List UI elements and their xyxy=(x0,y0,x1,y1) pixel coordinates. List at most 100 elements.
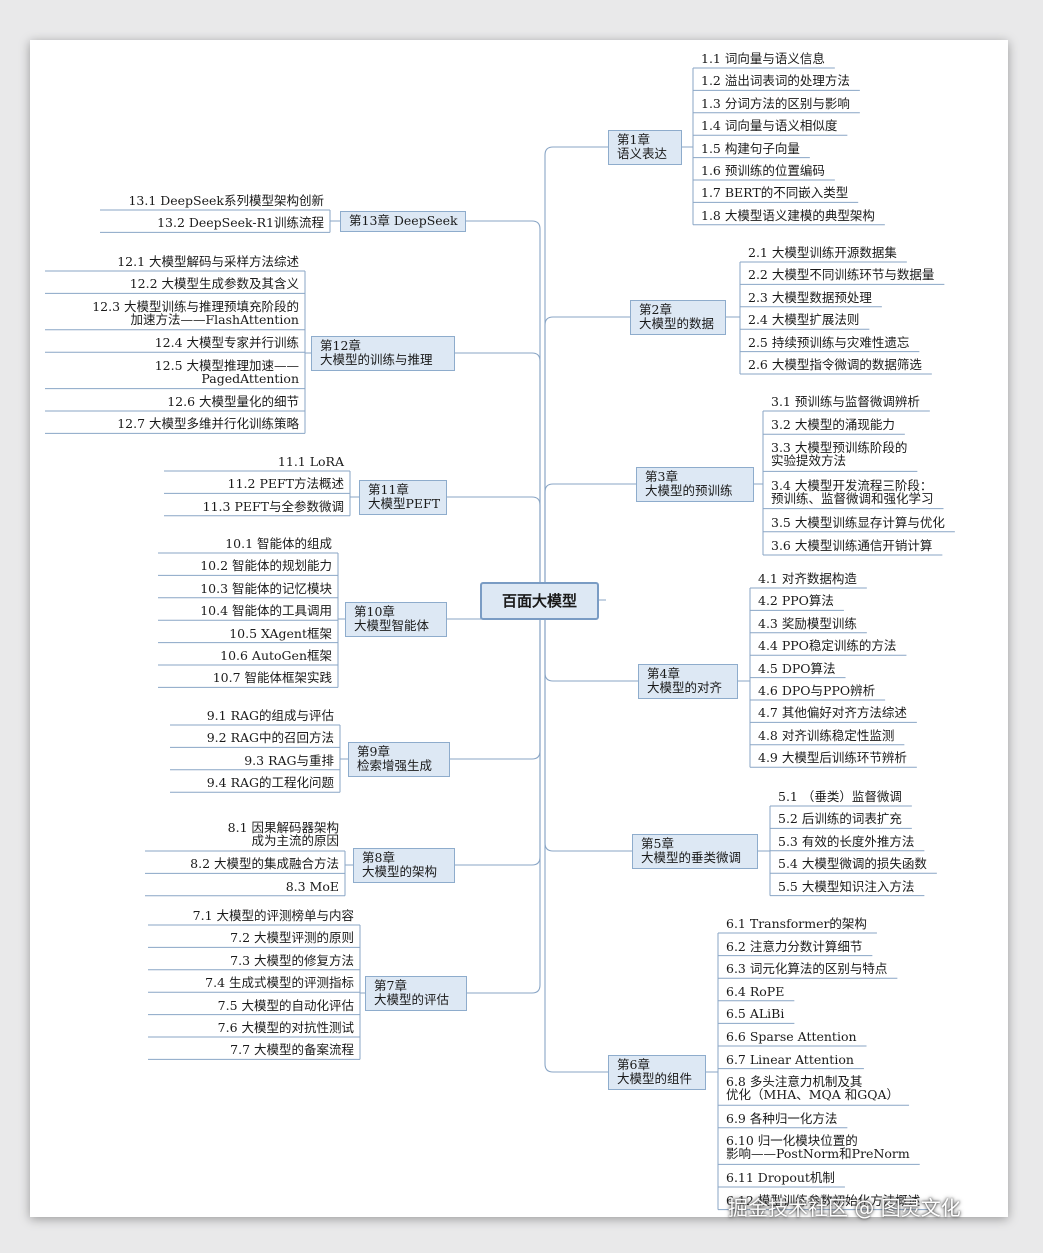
section-item[interactable]: 4.5 DPO算法 xyxy=(752,662,842,677)
section-item[interactable]: 4.8 对齐训练稳定性监测 xyxy=(752,729,900,744)
section-item[interactable]: 1.5 构建句子向量 xyxy=(695,142,806,157)
section-item[interactable]: 4.7 其他偏好对齐方法综述 xyxy=(752,706,913,721)
section-item[interactable]: 8.3 MoE xyxy=(145,880,345,895)
section-item[interactable]: 6.8 多头注意力机制及其优化（MHA、MQA 和GQA） xyxy=(720,1075,905,1103)
section-item[interactable]: 12.7 大模型多维并行化训练策略 xyxy=(45,417,305,432)
chapter-node[interactable]: 第10章大模型智能体 xyxy=(345,602,447,637)
section-item[interactable]: 3.6 大模型训练通信开销计算 xyxy=(765,539,938,554)
section-item[interactable]: 4.4 PPO稳定训练的方法 xyxy=(752,639,902,654)
section-item[interactable]: 9.2 RAG中的召回方法 xyxy=(170,731,340,746)
section-item[interactable]: 8.1 因果解码器架构成为主流的原因 xyxy=(145,821,345,849)
section-item[interactable]: 6.4 RoPE xyxy=(720,985,790,1000)
section-item[interactable]: 3.3 大模型预训练阶段的实验提效方法 xyxy=(765,441,913,469)
section-item-line: 4.8 对齐训练稳定性监测 xyxy=(758,727,895,743)
section-item[interactable]: 5.4 大模型微调的损失函数 xyxy=(772,857,933,872)
section-item[interactable]: 2.2 大模型不同训练环节与数据量 xyxy=(742,268,940,283)
section-item[interactable]: 1.2 溢出词表词的处理方法 xyxy=(695,74,856,89)
section-item[interactable]: 6.1 Transformer的架构 xyxy=(720,917,873,932)
section-item[interactable]: 4.6 DPO与PPO辨析 xyxy=(752,684,881,699)
section-item-line: 2.1 大模型训练开源数据集 xyxy=(748,245,897,260)
section-item[interactable]: 4.3 奖励模型训练 xyxy=(752,617,863,632)
section-item[interactable]: 1.6 预训练的位置编码 xyxy=(695,164,831,179)
chapter-node[interactable]: 第5章大模型的垂类微调 xyxy=(632,834,758,869)
section-item[interactable]: 3.2 大模型的涌现能力 xyxy=(765,418,901,433)
section-item[interactable]: 7.6 大模型的对抗性测试 xyxy=(148,1021,360,1036)
section-item[interactable]: 7.1 大模型的评测榜单与内容 xyxy=(148,909,360,924)
section-item[interactable]: 6.11 Dropout机制 xyxy=(720,1171,841,1186)
section-item[interactable]: 13.1 DeepSeek系列模型架构创新 xyxy=(100,194,330,209)
section-item[interactable]: 10.3 智能体的记忆模块 xyxy=(158,582,338,597)
chapter-node[interactable]: 第4章大模型的对齐 xyxy=(638,664,738,699)
section-item[interactable]: 2.5 持续预训练与灾难性遗忘 xyxy=(742,336,915,351)
section-item[interactable]: 13.2 DeepSeek-R1训练流程 xyxy=(100,216,330,231)
section-item[interactable]: 3.5 大模型训练显存计算与优化 xyxy=(765,516,951,531)
section-item[interactable]: 6.5 ALiBi xyxy=(720,1007,790,1022)
section-item[interactable]: 7.4 生成式模型的评测指标 xyxy=(148,976,360,991)
chapter-node-line: 第3章 xyxy=(645,469,678,484)
section-item[interactable]: 6.6 Sparse Attention xyxy=(720,1030,863,1045)
section-item[interactable]: 4.9 大模型后训练环节辨析 xyxy=(752,751,913,766)
section-item[interactable]: 3.4 大模型开发流程三阶段：预训练、监督微调和强化学习 xyxy=(765,479,940,507)
section-item[interactable]: 6.10 归一化模块位置的影响——PostNorm和PreNorm xyxy=(720,1134,916,1162)
section-item[interactable]: 5.3 有效的长度外推方法 xyxy=(772,835,920,850)
chapter-node[interactable]: 第9章检索增强生成 xyxy=(348,742,450,777)
section-item[interactable]: 1.1 词向量与语义信息 xyxy=(695,52,831,67)
section-item[interactable]: 12.1 大模型解码与采样方法综述 xyxy=(45,255,305,270)
section-item[interactable]: 12.2 大模型生成参数及其含义 xyxy=(45,277,305,292)
section-item-line: 6.9 各种归一化方法 xyxy=(726,1110,838,1126)
section-item[interactable]: 7.5 大模型的自动化评估 xyxy=(148,999,360,1014)
section-item[interactable]: 6.3 词元化算法的区别与特点 xyxy=(720,962,893,977)
section-item[interactable]: 10.7 智能体框架实践 xyxy=(158,671,338,686)
section-item[interactable]: 4.2 PPO算法 xyxy=(752,594,840,609)
section-item[interactable]: 1.8 大模型语义建模的典型架构 xyxy=(695,209,881,224)
section-item[interactable]: 11.1 LoRA xyxy=(164,455,350,470)
section-item[interactable]: 10.2 智能体的规划能力 xyxy=(158,559,338,574)
section-item[interactable]: 11.3 PEFT与全参数微调 xyxy=(164,500,350,515)
section-item[interactable]: 7.2 大模型评测的原则 xyxy=(148,931,360,946)
section-item[interactable]: 9.3 RAG与重排 xyxy=(170,754,340,769)
section-item[interactable]: 6.2 注意力分数计算细节 xyxy=(720,940,868,955)
section-item[interactable]: 5.1 （垂类）监督微调 xyxy=(772,790,908,805)
section-item[interactable]: 6.12 模型训练参数初始化方法概述 xyxy=(720,1194,926,1209)
section-item[interactable]: 4.1 对齐数据构造 xyxy=(752,572,863,587)
section-item[interactable]: 5.5 大模型知识注入方法 xyxy=(772,880,920,895)
chapter-node[interactable]: 第2章大模型的数据 xyxy=(630,300,726,335)
section-item[interactable]: 1.3 分词方法的区别与影响 xyxy=(695,97,856,112)
section-item[interactable]: 11.2 PEFT方法概述 xyxy=(164,477,350,492)
section-item[interactable]: 9.4 RAG的工程化问题 xyxy=(170,776,340,791)
chapter-node[interactable]: 第6章大模型的组件 xyxy=(608,1055,706,1090)
section-item[interactable]: 12.6 大模型量化的细节 xyxy=(45,395,305,410)
section-item-line: 11.2 PEFT方法概述 xyxy=(227,476,344,492)
section-item[interactable]: 12.5 大模型推理加速——PagedAttention xyxy=(45,359,305,387)
section-item-line: 10.3 智能体的记忆模块 xyxy=(200,580,332,596)
section-item[interactable]: 9.1 RAG的组成与评估 xyxy=(170,709,340,724)
chapter-node[interactable]: 第8章大模型的架构 xyxy=(353,848,455,883)
chapter-node[interactable]: 第12章大模型的训练与推理 xyxy=(311,336,455,371)
section-item-line: 10.2 智能体的规划能力 xyxy=(200,558,332,574)
section-item[interactable]: 12.3 大模型训练与推理预填充阶段的加速方法——FlashAttention xyxy=(45,300,305,328)
section-item[interactable]: 8.2 大模型的集成融合方法 xyxy=(145,857,345,872)
section-item[interactable]: 6.9 各种归一化方法 xyxy=(720,1112,843,1127)
chapter-node[interactable]: 第3章大模型的预训练 xyxy=(636,467,754,502)
section-item[interactable]: 10.4 智能体的工具调用 xyxy=(158,604,338,619)
section-item[interactable]: 3.1 预训练与监督微调辨析 xyxy=(765,395,926,410)
section-item[interactable]: 7.3 大模型的修复方法 xyxy=(148,954,360,969)
section-item[interactable]: 10.1 智能体的组成 xyxy=(158,537,338,552)
section-item[interactable]: 6.7 Linear Attention xyxy=(720,1053,860,1068)
section-item[interactable]: 1.7 BERT的不同嵌入类型 xyxy=(695,186,854,201)
section-item[interactable]: 2.1 大模型训练开源数据集 xyxy=(742,246,903,261)
section-item[interactable]: 5.2 后训练的词表扩充 xyxy=(772,812,908,827)
chapter-node[interactable]: 第7章大模型的评估 xyxy=(365,976,467,1011)
section-item[interactable]: 12.4 大模型专家并行训练 xyxy=(45,336,305,351)
section-item[interactable]: 10.5 XAgent框架 xyxy=(158,627,338,642)
section-item[interactable]: 2.6 大模型指令微调的数据筛选 xyxy=(742,358,928,373)
section-item[interactable]: 2.4 大模型扩展法则 xyxy=(742,313,865,328)
section-item[interactable]: 1.4 词向量与语义相似度 xyxy=(695,119,843,134)
section-item[interactable]: 7.7 大模型的备案流程 xyxy=(148,1043,360,1058)
root-node[interactable]: 百面大模型 xyxy=(480,582,600,620)
section-item[interactable]: 10.6 AutoGen框架 xyxy=(158,649,338,664)
section-item[interactable]: 2.3 大模型数据预处理 xyxy=(742,291,878,306)
chapter-node[interactable]: 第1章语义表达 xyxy=(608,130,682,165)
chapter-node[interactable]: 第13章 DeepSeek xyxy=(340,211,466,232)
chapter-node[interactable]: 第11章大模型PEFT xyxy=(359,480,447,515)
